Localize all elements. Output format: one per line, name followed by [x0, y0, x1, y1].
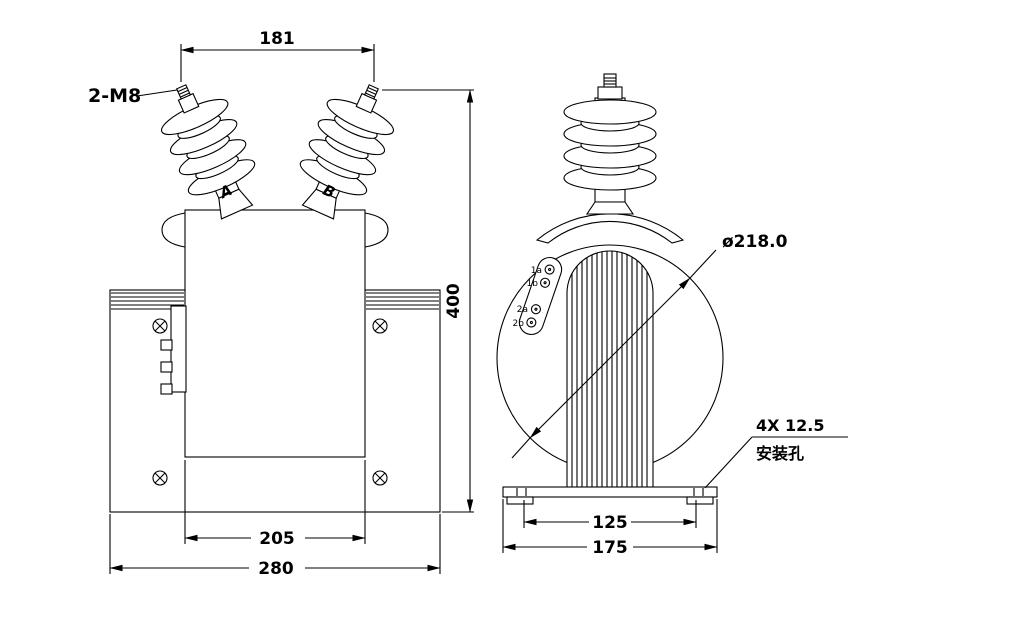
dim-terminal-spacing: 181	[180, 29, 375, 82]
winding-column	[566, 250, 654, 488]
mounting-base	[502, 486, 718, 505]
dim-text-diameter: ø218.0	[722, 232, 788, 252]
bushing-insulator-right	[299, 84, 395, 220]
callout-text-4x12.5: 4X 12.5	[756, 416, 825, 435]
dim-text-400: 400	[444, 283, 464, 319]
corner-bolt-top-right	[372, 318, 388, 334]
flange-ear-right	[364, 212, 389, 248]
dim-text-175: 175	[592, 538, 628, 558]
corner-bolt-bottom-left	[152, 470, 168, 486]
callout-text-2-m8: 2-M8	[88, 85, 141, 107]
dim-text-181: 181	[259, 29, 295, 49]
bushing-insulator-left	[160, 84, 256, 220]
mount-hole-callout: 4X 12.5 安装孔	[704, 416, 848, 489]
dim-hole-spacing: 125	[523, 500, 697, 533]
corner-bolt-bottom-right	[372, 470, 388, 486]
dim-text-205: 205	[259, 529, 295, 549]
front-tank-face	[184, 209, 366, 458]
terminal-label-1b: 1b	[527, 279, 539, 289]
cooling-fins-right	[366, 292, 439, 310]
dim-total-height: 400	[382, 89, 474, 513]
front-view: A B 181 2-M8 400	[88, 29, 474, 579]
side-insulator	[563, 73, 657, 215]
dim-tank-width: 205	[184, 460, 366, 549]
mount-foot-left	[506, 496, 534, 505]
dim-body-diameter: ø218.0	[511, 232, 788, 459]
terminal-label-2a: 2a	[517, 305, 528, 315]
stud-callout: 2-M8	[88, 85, 178, 107]
flange-ear-left	[161, 212, 186, 248]
secondary-terminal-strip	[160, 305, 187, 395]
dim-foot-width: 175	[502, 499, 718, 558]
mount-foot-right	[686, 496, 714, 505]
corner-bolt-top-left	[152, 318, 168, 334]
dim-text-125: 125	[592, 513, 628, 533]
terminal-label-2b: 2b	[513, 319, 525, 329]
dim-base-width: 280	[109, 514, 441, 579]
dim-text-280: 280	[258, 559, 294, 579]
callout-text-mount-hole: 安装孔	[756, 444, 804, 463]
terminal-label-1a: 1a	[531, 266, 542, 276]
side-view: 1a 1b 2a 2b ø218.0	[496, 73, 848, 558]
top-clamp-band	[535, 213, 685, 244]
